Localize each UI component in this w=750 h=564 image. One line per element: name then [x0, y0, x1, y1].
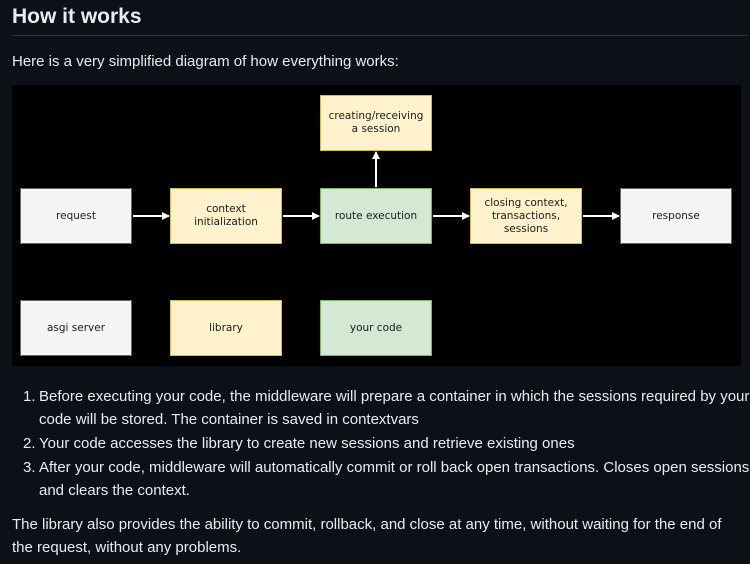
step-number: 3. [23, 459, 36, 476]
legend-library: library [170, 300, 282, 356]
flow-diagram: creating/receiving a session request con… [12, 85, 741, 366]
arrows-layer [133, 151, 620, 220]
heading-divider [12, 35, 748, 36]
intro-text: Here is a very simplified diagram of how… [12, 53, 399, 70]
section-heading: How it works [12, 5, 142, 28]
node-request: request [20, 188, 132, 244]
list-item: 2.Your code accesses the library to crea… [23, 432, 750, 455]
outro-text: The library also provides the ability to… [12, 516, 722, 556]
node-session: creating/receiving a session [320, 95, 432, 151]
node-context-initialization: context initialization [170, 188, 282, 244]
list-item: 3.After your code, middleware will autom… [23, 456, 750, 502]
step-text: After your code, middleware will automat… [39, 459, 750, 499]
steps-list: 1.Before executing your code, the middle… [12, 385, 750, 503]
list-item: 1.Before executing your code, the middle… [23, 385, 750, 431]
legend-your-code: your code [320, 300, 432, 356]
step-number: 2. [23, 435, 36, 452]
step-text: Before executing your code, the middlewa… [39, 388, 750, 428]
legend-asgi-server: asgi server [20, 300, 132, 356]
node-route-execution: route execution [320, 188, 432, 244]
node-closing-context: closing context, transactions, sessions [470, 188, 582, 244]
node-response: response [620, 188, 732, 244]
step-number: 1. [23, 388, 36, 405]
step-text: Your code accesses the library to create… [39, 435, 575, 452]
